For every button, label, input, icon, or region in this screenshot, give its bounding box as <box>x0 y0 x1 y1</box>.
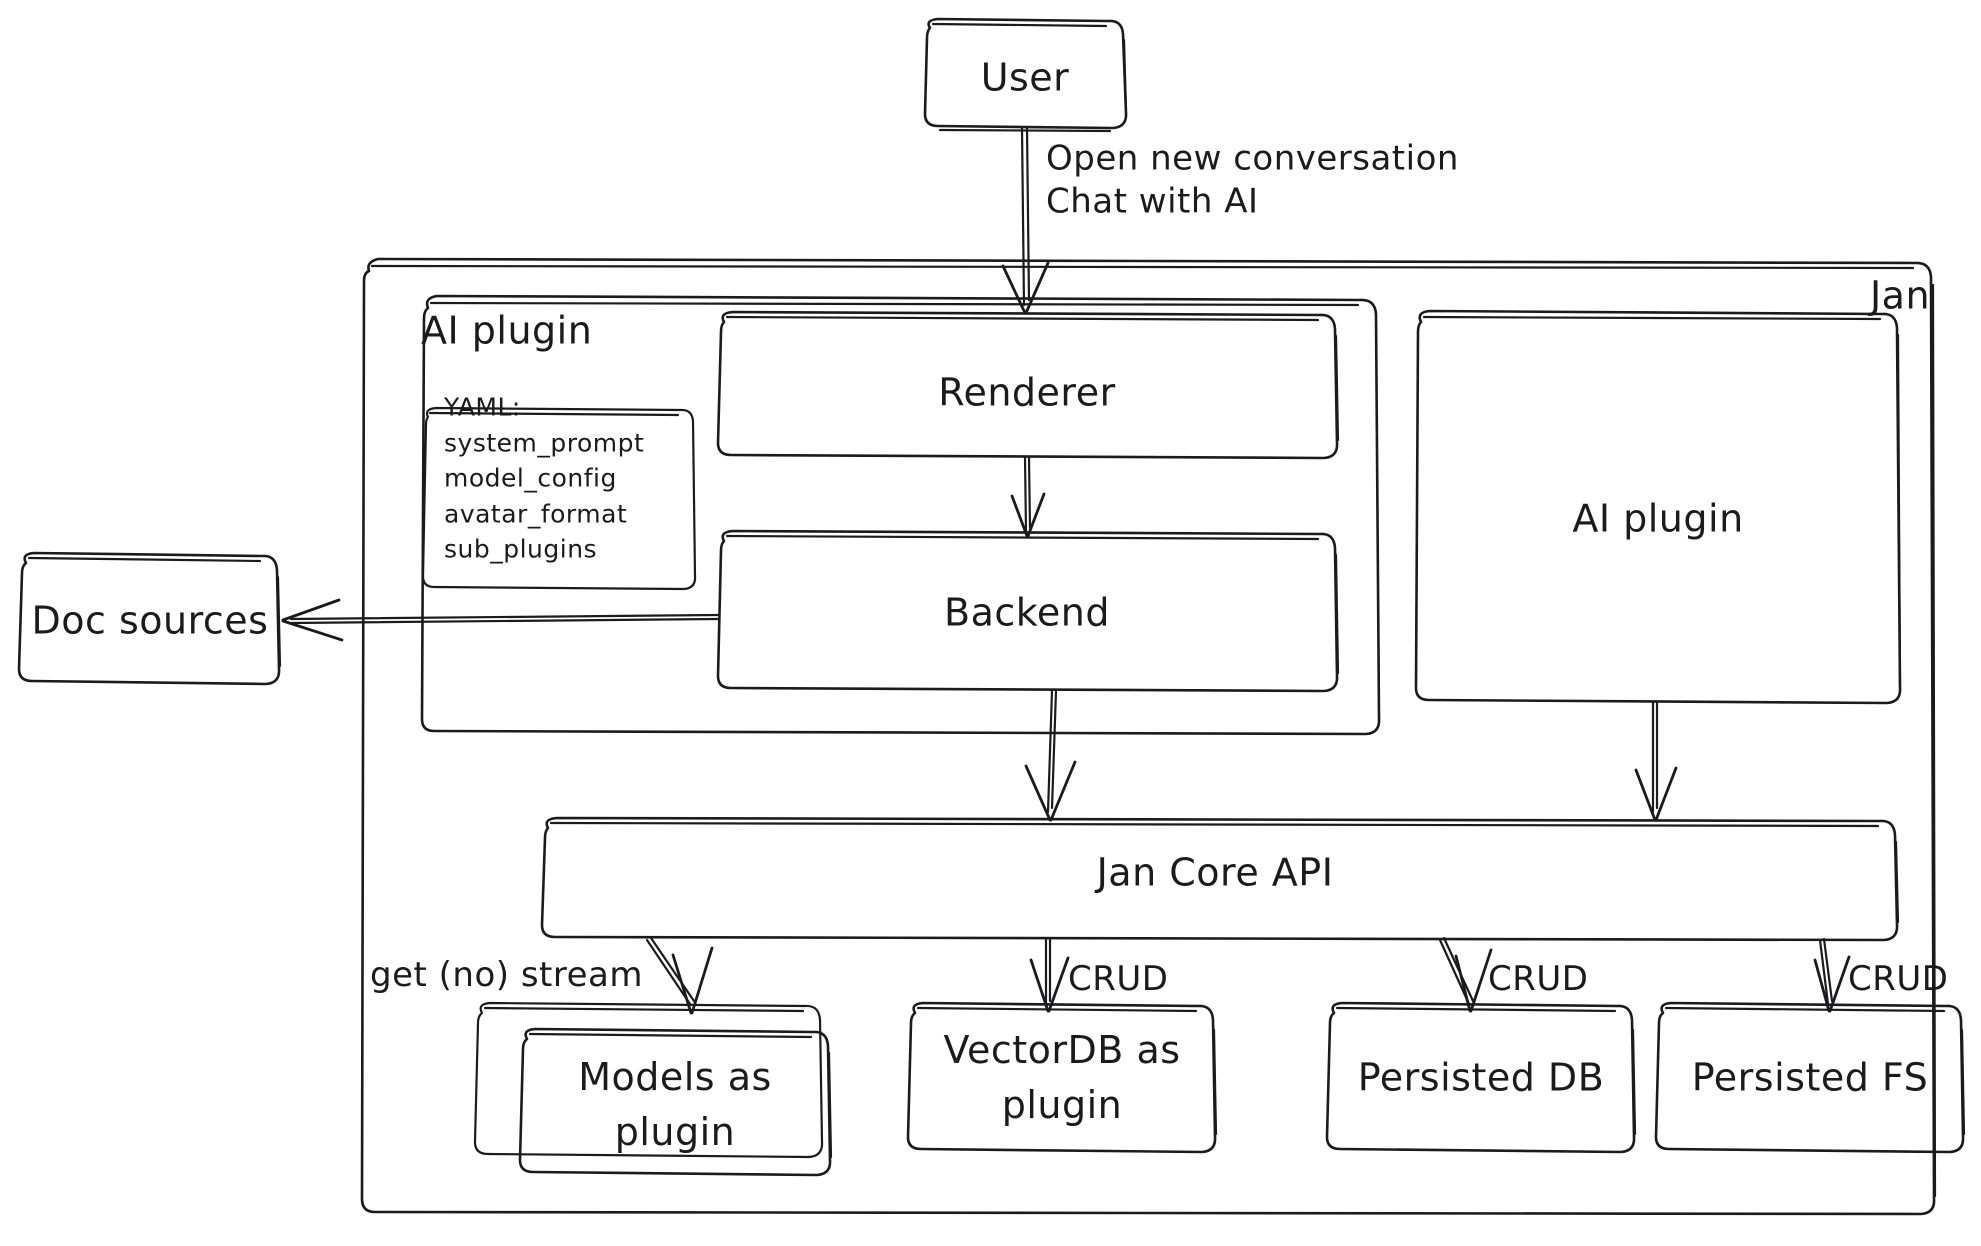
node-user-shape <box>923 17 1128 133</box>
edge-ai-plugin-to-core <box>1634 701 1678 822</box>
edge-core-to-persisted-db <box>1438 936 1493 1013</box>
node-models-as-plugin-shape <box>473 1001 833 1177</box>
node-doc-sources-shape <box>17 551 282 686</box>
group-ai-plugin-boundary <box>420 294 1381 736</box>
group-jan-boundary <box>360 257 1937 1216</box>
edge-renderer-to-backend <box>1010 456 1046 538</box>
edge-core-to-persisted-fs <box>1813 937 1851 1013</box>
edge-backend-to-core <box>1024 689 1077 822</box>
node-renderer-shape <box>716 310 1340 460</box>
edge-core-to-models <box>645 936 714 1015</box>
node-backend-shape <box>716 529 1340 693</box>
edge-backend-to-doc-sources <box>281 598 720 642</box>
edge-user-to-renderer <box>1001 126 1050 315</box>
edge-core-to-vectordb <box>1029 938 1070 1013</box>
node-persisted-fs-shape <box>1654 1001 1966 1154</box>
node-persisted-db-shape <box>1325 1001 1637 1154</box>
node-ai-plugin-shape <box>1414 309 1902 705</box>
node-yaml-note-shape <box>421 406 697 591</box>
node-jan-core-api-shape <box>540 816 1900 942</box>
node-vectordb-as-plugin-shape <box>906 1001 1218 1154</box>
